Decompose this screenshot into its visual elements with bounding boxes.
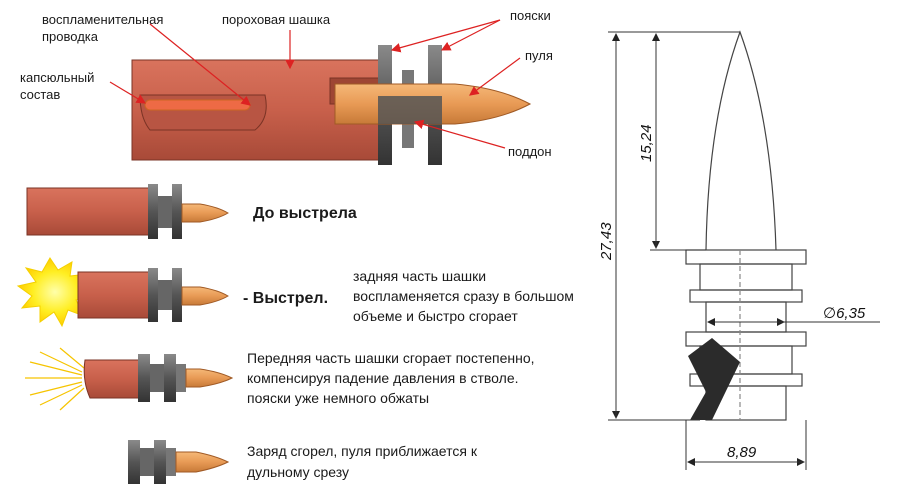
label-primer-1: капсюльный bbox=[20, 70, 94, 85]
stage-end-1: Заряд сгорел, пуля приближается к bbox=[247, 443, 478, 459]
label-igniter-2: проводка bbox=[42, 29, 99, 44]
cutaway-cartridge bbox=[131, 45, 532, 165]
stage-burn-2: компенсируя падение давления в стволе. bbox=[247, 370, 519, 386]
dim-overall-length: 27,43 bbox=[598, 222, 615, 261]
label-sabot: поддон bbox=[508, 144, 552, 159]
flash-icon bbox=[16, 257, 94, 328]
stage-burn-3: пояски уже немного обжаты bbox=[247, 390, 429, 406]
stage-shot-desc-3: объеме и быстро сгорает bbox=[353, 308, 518, 324]
dimension-lines bbox=[608, 31, 880, 470]
label-bullet: пуля bbox=[525, 48, 553, 63]
stage-before-label: До выстрела bbox=[253, 205, 357, 222]
stage-shot-desc-1: задняя часть шашки bbox=[353, 268, 486, 284]
leader-lines bbox=[109, 19, 521, 149]
stage-end-2: дульному срезу bbox=[247, 464, 349, 480]
dim-nose-length: 15,24 bbox=[638, 124, 655, 162]
label-belts: пояски bbox=[510, 8, 551, 23]
stage-end bbox=[128, 440, 230, 484]
stage-shot-label: - Выстрел. bbox=[243, 290, 328, 307]
label-igniter-1: воспламенительная bbox=[42, 12, 163, 27]
dim-bore-diameter: ∅6,35 bbox=[823, 305, 866, 322]
stage-shot bbox=[16, 257, 229, 328]
dim-belt-diameter: 8,89 bbox=[727, 444, 757, 461]
stage-before-shot bbox=[26, 184, 229, 239]
label-powder-stick: пороховая шашка bbox=[222, 12, 331, 27]
stage-shot-desc-2: воспламеняется сразу в большом bbox=[353, 288, 574, 304]
stage-burn-1: Передняя часть шашки сгорает постепенно, bbox=[247, 350, 535, 366]
label-primer-2: состав bbox=[20, 87, 60, 102]
stage-burning bbox=[25, 347, 234, 411]
sabot-section bbox=[688, 338, 740, 420]
